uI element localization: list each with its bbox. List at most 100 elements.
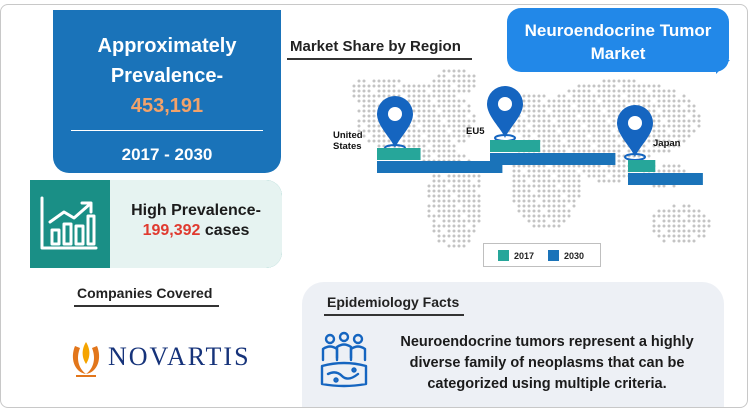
map-dot — [597, 179, 601, 183]
map-dot — [467, 79, 471, 83]
map-dot — [592, 119, 596, 123]
map-dot — [667, 114, 671, 118]
map-dot — [457, 129, 461, 133]
map-dot — [687, 214, 691, 218]
map-dot — [477, 209, 481, 213]
map-dot — [427, 114, 431, 118]
map-dot — [707, 219, 711, 223]
map-dot — [557, 179, 561, 183]
map-dot — [657, 134, 661, 138]
map-dot — [467, 84, 471, 88]
map-dot — [567, 179, 571, 183]
map-dot — [452, 124, 456, 128]
map-dot — [417, 94, 421, 98]
map-dot — [687, 109, 691, 113]
map-dot — [672, 124, 676, 128]
map-dot — [467, 74, 471, 78]
map-dot — [452, 209, 456, 213]
map-dot — [577, 129, 581, 133]
map-dot — [427, 194, 431, 198]
map-dot — [447, 124, 451, 128]
map-dot — [562, 109, 566, 113]
map-dot — [562, 214, 566, 218]
map-dot — [682, 99, 686, 103]
map-dot — [452, 144, 456, 148]
map-dot — [577, 104, 581, 108]
map-dot — [682, 139, 686, 143]
map-dot — [362, 79, 366, 83]
map-dot — [552, 99, 556, 103]
map-dot — [677, 99, 681, 103]
map-dot — [457, 219, 461, 223]
map-dot — [542, 224, 546, 228]
map-dot — [522, 214, 526, 218]
map-dot — [467, 104, 471, 108]
map-dot — [512, 179, 516, 183]
companies-title: Companies Covered — [77, 285, 213, 301]
map-dot — [542, 139, 546, 143]
map-dot — [552, 184, 556, 188]
map-dot — [402, 84, 406, 88]
map-dot — [662, 224, 666, 228]
map-dot — [572, 184, 576, 188]
map-dot — [452, 74, 456, 78]
map-dot — [557, 119, 561, 123]
map-dot — [452, 79, 456, 83]
map-dot — [407, 89, 411, 93]
map-dot — [617, 104, 621, 108]
map-dot — [587, 149, 591, 153]
map-dot — [552, 114, 556, 118]
map-dot — [437, 114, 441, 118]
map-dot — [652, 119, 656, 123]
map-dot — [442, 179, 446, 183]
map-dot — [442, 184, 446, 188]
map-dot — [667, 229, 671, 233]
map-dot — [437, 139, 441, 143]
map-dot — [537, 204, 541, 208]
map-dot — [532, 119, 536, 123]
map-dot — [667, 134, 671, 138]
map-dot — [392, 79, 396, 83]
map-dot — [557, 199, 561, 203]
region-label: EU5 — [466, 126, 484, 137]
map-dot — [667, 169, 671, 173]
legend-swatch-2030 — [548, 250, 559, 261]
map-dot — [592, 139, 596, 143]
map-dot — [427, 84, 431, 88]
map-dot — [512, 129, 516, 133]
map-dot — [582, 114, 586, 118]
map-dot — [577, 134, 581, 138]
map-dot — [477, 174, 481, 178]
map-dot — [567, 189, 571, 193]
map-dot — [657, 94, 661, 98]
map-dot — [692, 114, 696, 118]
map-dot — [602, 179, 606, 183]
map-dot — [442, 144, 446, 148]
market-share-underline — [287, 58, 472, 60]
map-dot — [677, 124, 681, 128]
map-dot — [657, 234, 661, 238]
map-dot — [357, 89, 361, 93]
map-dot — [617, 134, 621, 138]
map-dot — [412, 124, 416, 128]
map-dot — [577, 119, 581, 123]
map-dot — [452, 119, 456, 123]
map-dot — [682, 239, 686, 243]
map-dot — [662, 129, 666, 133]
map-dot — [407, 129, 411, 133]
map-dot — [612, 164, 616, 168]
map-dot — [427, 99, 431, 103]
map-dot — [697, 209, 701, 213]
map-dot — [572, 89, 576, 93]
map-dot — [672, 94, 676, 98]
map-dot — [677, 239, 681, 243]
map-dot — [372, 79, 376, 83]
map-dot — [567, 199, 571, 203]
map-dot — [647, 149, 651, 153]
map-dot — [642, 144, 646, 148]
map-dot — [462, 154, 466, 158]
map-dot — [457, 84, 461, 88]
map-dot — [607, 144, 611, 148]
map-dot — [447, 79, 451, 83]
map-dot — [412, 119, 416, 123]
